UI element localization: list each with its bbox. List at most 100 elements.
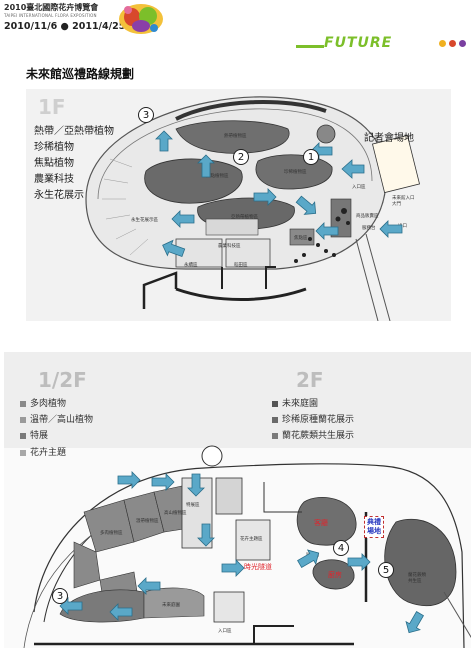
legend-swatch [272,432,278,439]
expo-name-en: TAIPEI INTERNATIONAL FLORA EXPOSITION [4,13,97,18]
route-arrow [137,577,161,595]
label-special: 特展區 [186,503,200,508]
label-theme: 花卉主題區 [240,537,263,542]
label-garden: 未來庭園 [162,603,180,608]
wordmark-bar [296,45,324,48]
press-area-label: 記者會場地 [364,133,414,144]
label-kitchen: 廚房 [328,571,342,579]
route-arrow [197,154,215,178]
route-arrows-2f [59,471,425,634]
dot-orange [439,40,446,47]
floor-map-1f: 1F 熱帶／亞熱帶植物 珍稀植物 焦點植物 農業科技 永生花展示 記者會場地 熱… [26,89,451,321]
dot-purple [459,40,466,47]
label-focus: 焦點植物區 [206,174,229,179]
legend-swatch [20,400,26,407]
legend-right-item-3: 蘭花蕨類共生展示 [272,428,354,441]
route-number-5: 5 [378,562,394,578]
label-future-entrance: 未來館入口大門 [392,196,415,207]
legend-text: 珍稀原種蘭花展示 [282,415,355,425]
label-entrance-2f: 入口區 [218,629,232,634]
legend-text: 蘭花蕨類共生展示 [282,431,355,441]
legend-left-item-2: 溫帶／高山植物 [20,412,93,425]
label-agri: 農業科技區 [218,244,241,249]
route-arrow [109,603,133,621]
route-number-1: 1 [303,149,319,165]
ceremony-line-1: 典禮 [367,518,381,526]
label-rare: 珍稀植物區 [284,170,307,175]
route-arrow [405,611,425,634]
legend-1f-item-4: 農業科技 [34,174,74,185]
route-arrow [315,222,339,240]
route-arrow [295,195,317,215]
label-entrance: 入口區 [352,185,366,190]
label-orchid-zone: 蘭花蕨類共生區 [408,573,426,584]
route-number-4: 4 [333,540,349,556]
expo-dates: 2010/11/6 ● 2011/4/25 [4,21,126,32]
legend-swatch [272,416,278,423]
floor-label-1f: 1F [38,95,66,119]
route-arrow [253,188,277,206]
route-arrow [171,210,195,228]
legend-swatch [20,416,26,423]
legend-swatch [20,449,26,456]
route-arrow [162,239,186,258]
wordmark-text: FUTURE [324,35,393,51]
map-2f-drawing [4,352,471,648]
label-store: 商品販賣區 [356,214,379,219]
route-arrow [221,559,245,577]
legend-right-item-1: 未來庭園 [272,396,318,409]
legend-text: 特展 [30,431,49,441]
label-tropical-a: 熱帶植物區 [224,134,247,139]
label-service: 服務台 [362,226,376,231]
legend-1f-item-3: 焦點植物 [34,158,74,169]
ceremony-line-2: 場地 [367,527,381,535]
expo-name: 2010臺北國際花卉博覽會 [4,3,99,12]
label-field: 稻田區 [234,263,248,268]
route-arrow [59,597,83,615]
label-tropical-b: 亞熱帶植物區 [231,215,258,220]
mascot-logo [119,4,163,34]
future-wordmark: FUTURE [296,34,472,54]
route-arrow [151,473,175,491]
label-succulent: 多肉植物區 [100,531,123,536]
legend-left-item-1: 多肉植物 [20,396,66,409]
route-arrow [341,159,365,179]
floor-label-2f: 2F [296,368,324,392]
legend-text: 多肉植物 [30,399,67,409]
expo-logo: 2010臺北國際花卉博覽會 TAIPEI INTERNATIONAL FLORA… [4,2,126,32]
route-arrow [117,471,141,489]
route-arrows-1f [155,130,403,258]
route-arrow [297,549,320,569]
route-number-2: 2 [233,149,249,165]
legend-swatch [20,432,26,439]
legend-right-item-2: 珍稀原種蘭花展示 [272,412,354,425]
route-number-3-2f: 3 [52,588,68,604]
floor-label-half-2f: 1/2F [38,368,87,392]
legend-text: 花卉主題 [30,448,67,458]
route-arrow [347,553,371,571]
legend-1f-item-2: 珍稀植物 [34,142,74,153]
legend-left-item-4: 花卉主題 [20,445,66,458]
legend-1f-item-1: 熱帶／亞熱帶植物 [34,126,114,137]
label-yongjian: 永續區 [184,263,198,268]
dot-red [449,40,456,47]
page-title: 未來館巡禮路線規劃 [26,67,135,81]
route-number-3: 3 [138,107,154,123]
label-plaza: 焦點區 [294,236,308,241]
label-alpine: 高山植物區 [164,511,187,516]
legend-text: 溫帶／高山植物 [30,415,94,425]
label-lounge: 客廳 [314,519,328,527]
legend-1f-item-5: 永生花展示 [34,190,84,201]
legend-left-item-3: 特展 [20,428,48,441]
route-arrow [197,523,215,547]
ceremony-venue-tag: 典禮 場地 [364,516,384,538]
route-arrow [187,473,205,497]
legend-swatch [272,400,278,407]
label-everlasting: 永生花展示區 [131,218,158,223]
route-arrow [379,220,403,238]
label-exit: 出口 [398,224,407,229]
label-time-tunnel: 時光隧道 [244,563,272,571]
floor-map-2f: 1/2F 2F 多肉植物 溫帶／高山植物 特展 花卉主題 未來庭園 珍稀原種蘭花… [4,352,471,648]
route-arrow [155,130,173,152]
legend-text: 未來庭園 [282,399,319,409]
